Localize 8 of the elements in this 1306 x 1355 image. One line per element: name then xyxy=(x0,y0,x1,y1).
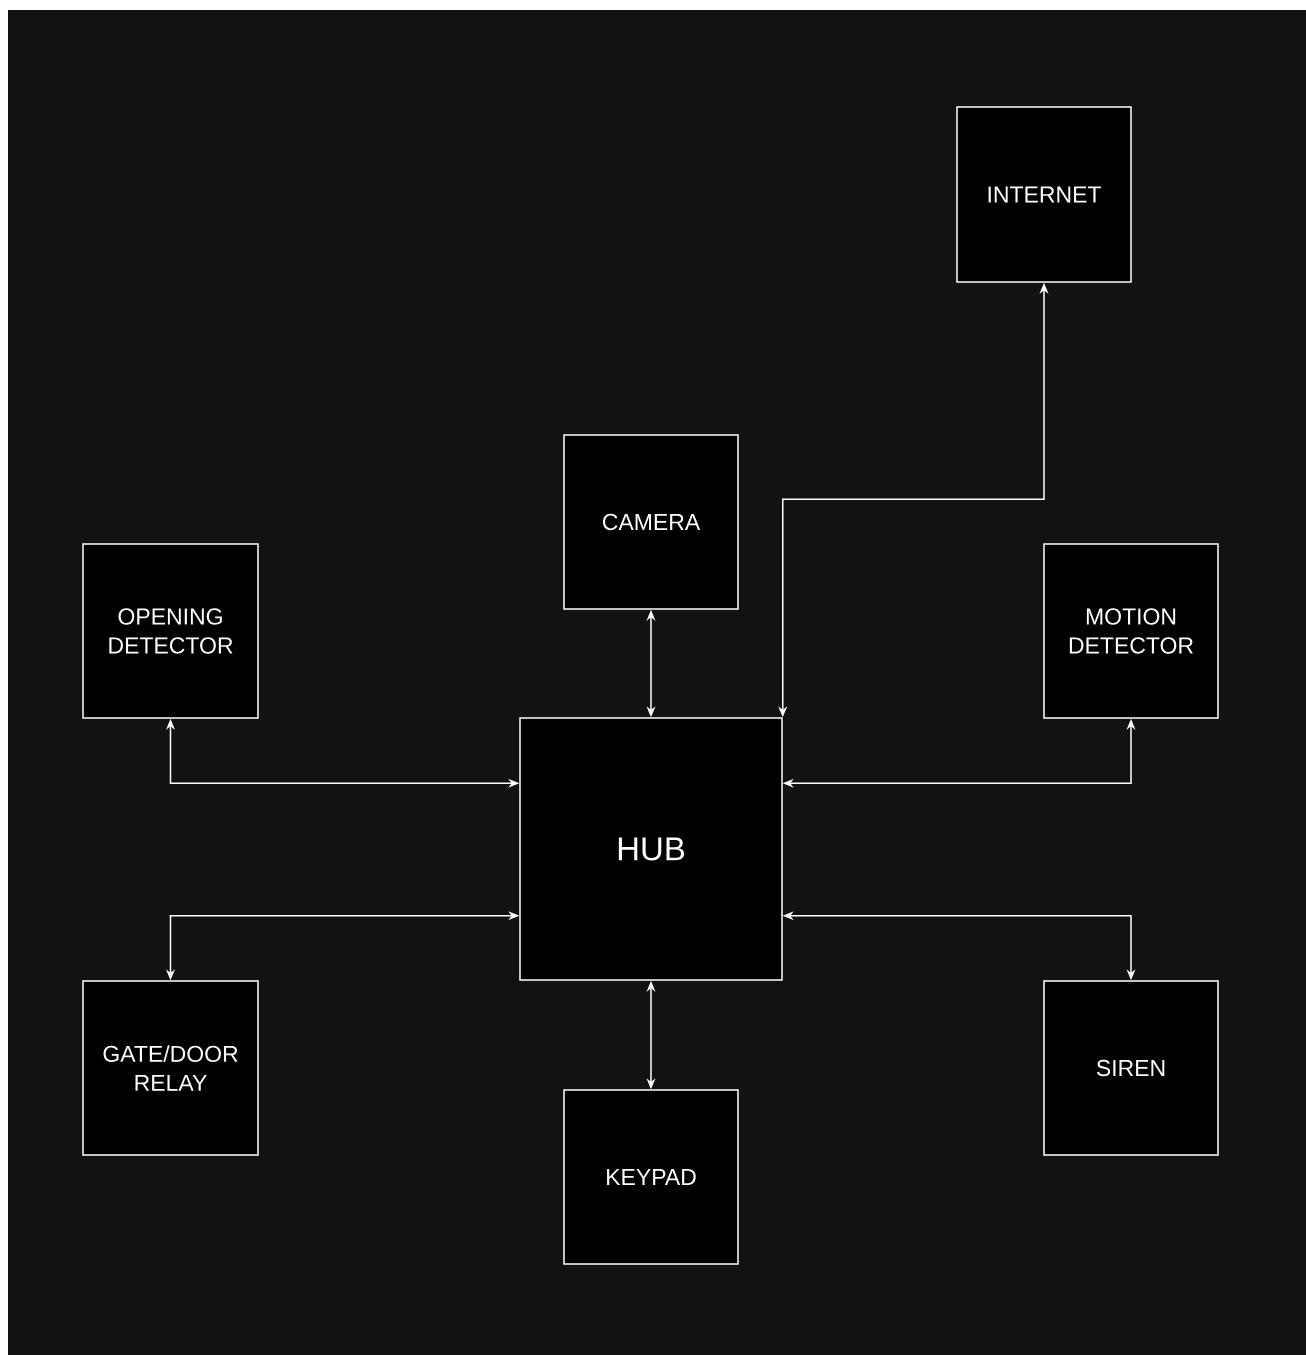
device-box: MOTION DETECTOR xyxy=(1043,543,1219,719)
device-box: INTERNET xyxy=(956,106,1132,283)
device-box: CAMERA xyxy=(563,434,739,610)
hub-box: HUB xyxy=(519,717,783,981)
device-box: KEYPAD xyxy=(563,1089,739,1265)
device-box: GATE/DOOR RELAY xyxy=(82,980,259,1156)
device-box: OPENING DETECTOR xyxy=(82,543,259,719)
device-box: SIREN xyxy=(1043,980,1219,1156)
